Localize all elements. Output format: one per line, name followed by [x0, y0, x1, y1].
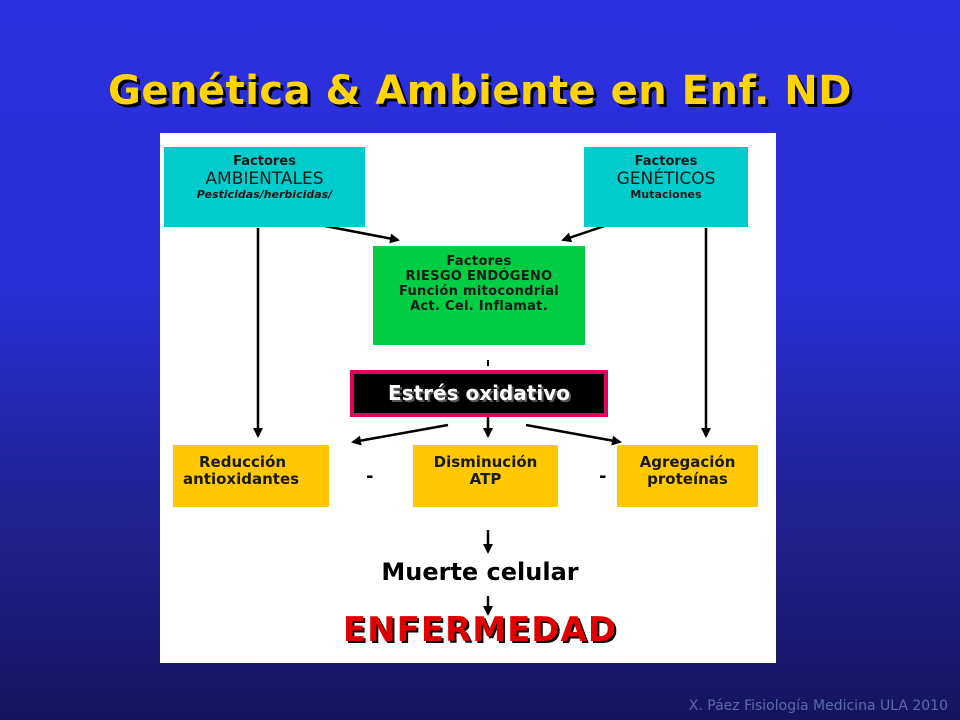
- ambientales-line3: Pesticidas/herbicidas/: [196, 188, 333, 202]
- muerte-celular: Muerte celular: [381, 558, 579, 586]
- slide-title: Genética & Ambiente en Enf. ND: [108, 68, 852, 114]
- agregacion-line2: proteínas: [647, 470, 728, 489]
- endogeno-line4: Act. Cel. Inflamat.: [410, 298, 548, 314]
- box-factores-geneticos: Factores GENÉTICOS Mutaciones: [584, 147, 748, 227]
- enfermedad: ENFERMEDAD: [342, 610, 618, 650]
- ambientales-line1: Factores: [233, 154, 296, 169]
- box-estres-oxidativo: Estrés oxidativo: [350, 370, 608, 417]
- geneticos-line2: GENÉTICOS: [616, 168, 716, 189]
- arrow-estres-to-agregacion: [525, 423, 622, 446]
- geneticos-line3: Mutaciones: [630, 188, 702, 202]
- separator-right: -: [599, 466, 607, 487]
- endogeno-line1: Factores: [446, 254, 512, 269]
- box-factores-ambientales: Factores AMBIENTALES Pesticidas/herbicid…: [164, 147, 365, 227]
- endogeno-line2: RIESGO ENDÓGENO: [405, 268, 553, 284]
- disminucion-line2: ATP: [469, 470, 502, 489]
- reduccion-line1: Reducción: [199, 453, 287, 471]
- box-agregacion-proteinas: Agregación proteínas: [617, 445, 758, 507]
- disminucion-line1: Disminución: [433, 453, 538, 471]
- agregacion-line1: Agregación: [639, 453, 736, 471]
- endogeno-line3: Función mitocondrial: [398, 283, 560, 299]
- reduccion-line2: antioxidantes: [183, 470, 300, 489]
- arrow-estres-to-reduccion: [351, 423, 449, 446]
- box-disminucion-atp: Disminución ATP: [413, 445, 558, 507]
- separator-left: -: [366, 466, 374, 487]
- credit-line: X. Páez Fisiología Medicina ULA 2010: [688, 698, 948, 714]
- box-reduccion-antioxidantes: Reducción antioxidantes: [173, 445, 329, 507]
- ambientales-line2: AMBIENTALES: [205, 168, 324, 189]
- geneticos-line1: Factores: [634, 154, 698, 169]
- box-riesgo-endogeno: Factores RIESGO ENDÓGENO Función mitocon…: [373, 246, 585, 345]
